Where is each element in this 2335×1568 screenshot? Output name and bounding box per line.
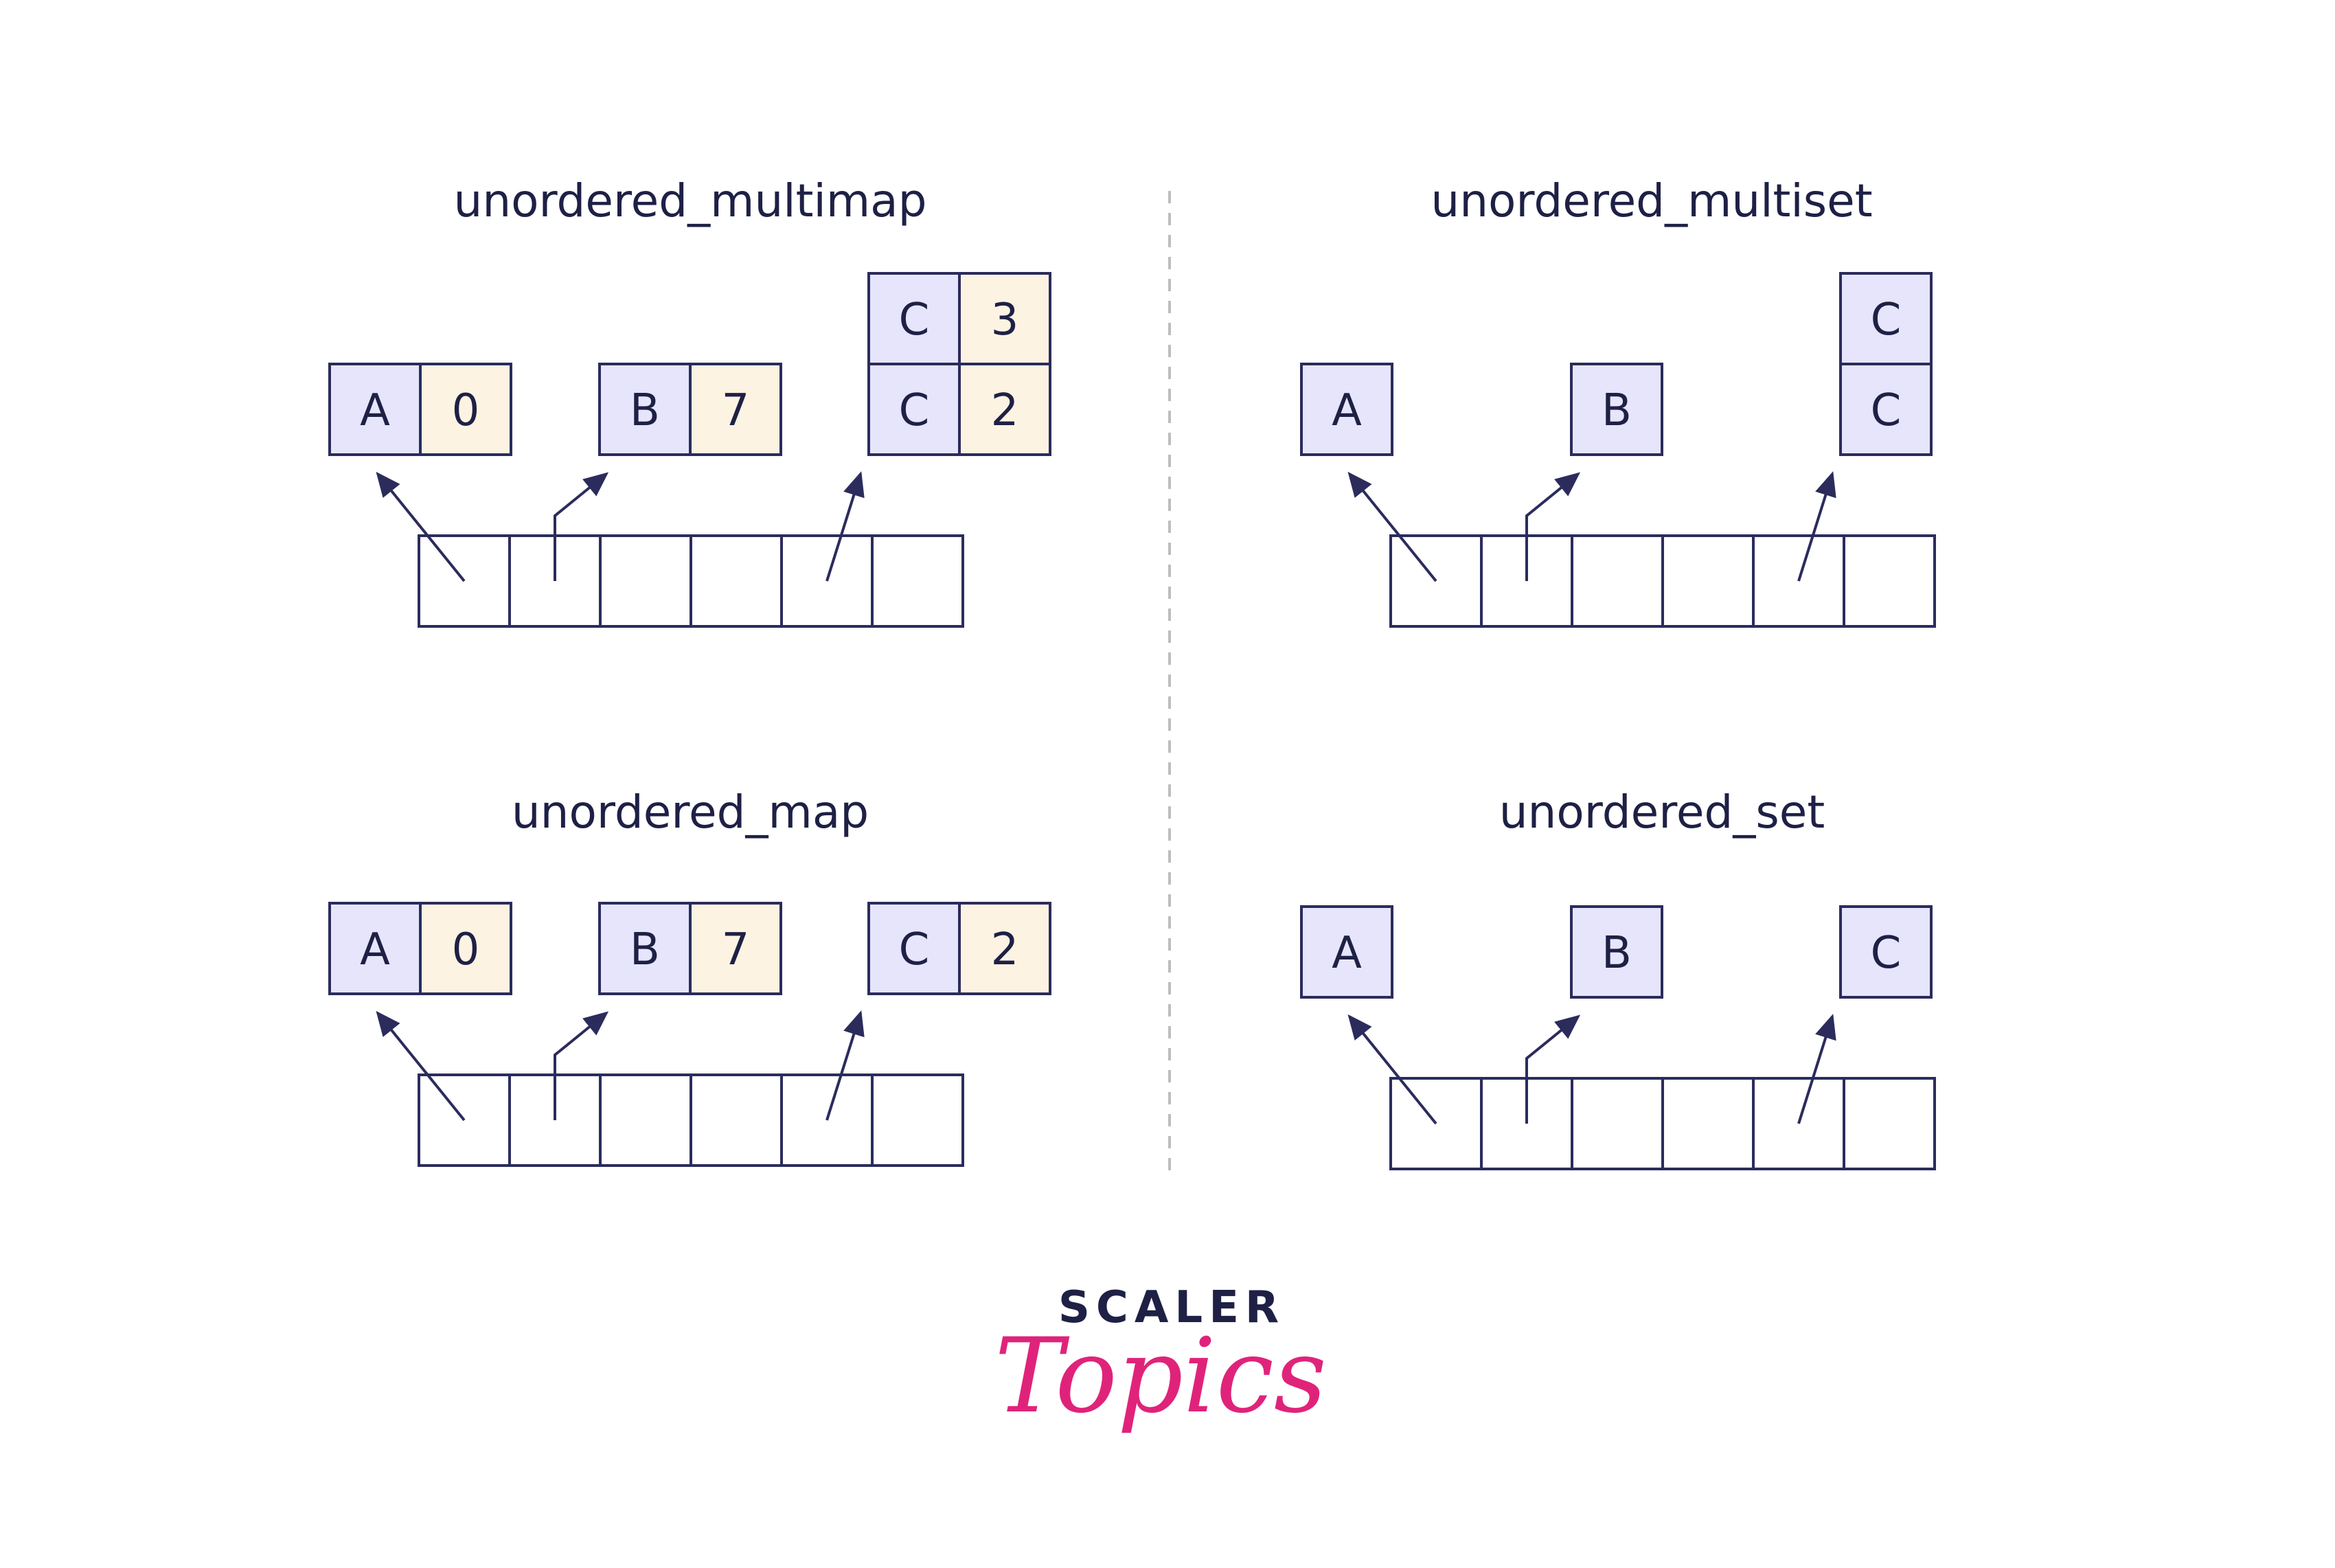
node-key-cell — [1570, 905, 1663, 999]
bucket-pointer-arrow — [1347, 1014, 1437, 1125]
bucket-pointer-arrow — [1525, 1014, 1581, 1124]
node-key-label: A — [360, 385, 390, 436]
node-value-label: 7 — [722, 385, 750, 436]
node-key-label: B — [630, 385, 660, 436]
bucket-pointer-arrow — [376, 1010, 466, 1122]
unordered-multimap-title: unordered_multimap — [453, 174, 926, 227]
bucket-pointer-arrow — [825, 471, 865, 582]
bucket-cell — [1661, 1077, 1755, 1170]
scaler-topics-logo: SCALER Topics — [994, 1282, 1327, 1436]
node-key-cell — [328, 902, 422, 995]
bucket-cell — [1843, 1077, 1936, 1170]
bucket-cell — [1661, 534, 1755, 628]
node-key-cell — [867, 363, 961, 456]
node-key-label: B — [1602, 385, 1632, 436]
node-key-label: C — [899, 385, 930, 436]
unordered-set-title: unordered_set — [1499, 786, 1825, 839]
node-value-cell — [419, 902, 512, 995]
node-value-label: 0 — [452, 385, 480, 436]
bucket-cell — [1843, 534, 1936, 628]
bucket-pointer-arrow — [1347, 471, 1437, 582]
bucket-cell — [871, 534, 964, 628]
node-key-cell — [598, 363, 692, 456]
node-value-label: 2 — [991, 924, 1019, 975]
bucket-pointer-arrow — [554, 1011, 609, 1120]
node-value-label: 0 — [452, 924, 480, 975]
node-value-label: 7 — [722, 924, 750, 975]
node-key-cell — [598, 902, 692, 995]
bucket-pointer-arrow — [825, 1010, 865, 1121]
logo-brand-text: SCALER — [1058, 1282, 1285, 1333]
bucket-cell — [690, 1073, 783, 1167]
node-key-label: C — [899, 295, 930, 345]
node-key-cell — [1300, 905, 1393, 999]
node-key-label: B — [1602, 928, 1632, 979]
node-key-label: A — [1332, 385, 1362, 436]
node-key-cell — [867, 902, 961, 995]
unordered-map-title: unordered_map — [512, 786, 869, 839]
node-key-cell — [867, 272, 961, 365]
bucket-pointer-arrow — [1525, 472, 1581, 581]
node-value-cell — [958, 902, 1051, 995]
node-key-label: A — [1332, 928, 1362, 979]
node-key-label: C — [1871, 928, 1902, 979]
logo-sub-text: Topics — [994, 1317, 1327, 1436]
node-key-cell — [1839, 905, 1933, 999]
bucket-cell — [690, 534, 783, 628]
bucket-cell — [599, 534, 692, 628]
node-key-label: C — [1871, 295, 1902, 345]
node-value-cell — [689, 363, 782, 456]
bucket-pointer-arrow — [1797, 1014, 1836, 1124]
bucket-cell — [1571, 534, 1664, 628]
node-key-cell — [1300, 363, 1393, 456]
node-value-label: 2 — [991, 385, 1019, 436]
node-key-cell — [1839, 272, 1933, 365]
bucket-pointer-arrow — [1797, 471, 1836, 582]
bucket-pointer-arrow — [554, 472, 609, 581]
node-key-label: C — [1871, 385, 1902, 436]
bucket-cell — [1571, 1077, 1664, 1170]
bucket-cell — [599, 1073, 692, 1167]
node-value-cell — [689, 902, 782, 995]
node-key-label: A — [360, 924, 390, 975]
node-key-label: B — [630, 924, 660, 975]
node-value-cell — [958, 272, 1051, 365]
node-value-cell — [958, 363, 1051, 456]
node-key-label: C — [899, 924, 930, 975]
node-value-cell — [419, 363, 512, 456]
node-value-label: 3 — [991, 295, 1019, 345]
bucket-pointer-arrow — [376, 471, 466, 582]
bucket-cell — [871, 1073, 964, 1167]
unordered-multiset-title: unordered_multiset — [1431, 174, 1872, 227]
node-key-cell — [1570, 363, 1663, 456]
